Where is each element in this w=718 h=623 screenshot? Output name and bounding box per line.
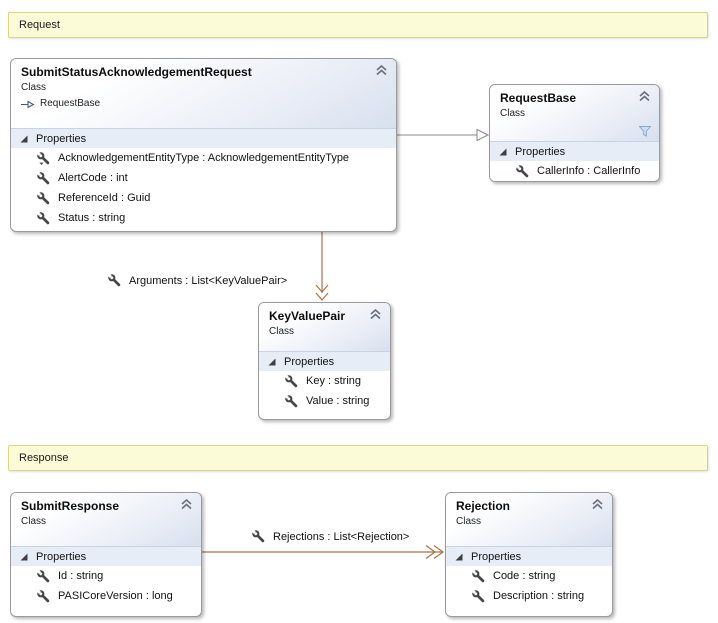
property-row[interactable]: AlertCode : int (11, 168, 396, 188)
properties-compartment-header[interactable]: Properties (446, 546, 612, 566)
arguments-association-label[interactable]: Arguments : List<KeyValuePair> (107, 273, 288, 287)
class-box-request-base[interactable]: RequestBase Class Properties (489, 84, 660, 182)
association-connector-rejections[interactable] (202, 542, 446, 562)
property-label: CallerInfo : CallerInfo (537, 165, 641, 177)
property-label: Description : string (493, 590, 585, 602)
class-kind-label: Class (21, 82, 47, 93)
expand-triangle-icon[interactable] (20, 135, 28, 143)
expand-triangle-icon[interactable] (20, 553, 28, 561)
properties-compartment-label: Properties (36, 132, 87, 145)
property-label: Key : string (306, 375, 362, 387)
response-section-banner[interactable]: Response (8, 445, 708, 471)
property-wrench-icon (36, 190, 50, 205)
property-row[interactable]: Id : string (11, 566, 201, 586)
class-title: KeyValuePair (269, 309, 346, 323)
property-row[interactable]: Code : string (446, 566, 612, 586)
property-row[interactable]: CallerInfo : CallerInfo (490, 161, 659, 181)
class-box-submit-response[interactable]: SubmitResponse Class Properties (10, 492, 202, 617)
class-kind-label: Class (21, 516, 47, 527)
property-row[interactable]: Description : string (446, 586, 612, 606)
collapse-chevron-icon[interactable] (369, 308, 382, 320)
class-header: Rejection Class (446, 493, 612, 546)
properties-compartment-label: Properties (284, 355, 335, 368)
properties-compartment-label: Properties (36, 550, 87, 563)
association-arrowhead-icon (425, 545, 437, 559)
request-section-banner[interactable]: Request (8, 12, 708, 38)
property-label: PASICoreVersion : long (58, 590, 173, 602)
class-header: KeyValuePair Class (259, 303, 390, 351)
class-title: Rejection (456, 499, 511, 513)
expand-triangle-icon[interactable] (455, 553, 463, 561)
collapse-chevron-icon[interactable] (591, 498, 604, 510)
class-kind-label: Class (500, 108, 526, 119)
property-wrench-icon (107, 273, 121, 287)
association-arrowhead-icon (433, 545, 445, 559)
property-label: Value : string (306, 395, 370, 407)
property-wrench-icon (284, 373, 298, 388)
property-row[interactable]: ReferenceId : Guid (11, 188, 396, 208)
arguments-association-text: Arguments : List<KeyValuePair> (129, 274, 288, 287)
rejections-association-text: Rejections : List<Rejection> (273, 530, 410, 543)
base-type-row: RequestBase (21, 98, 386, 110)
class-header: RequestBase Class (490, 85, 659, 141)
class-box-rejection[interactable]: Rejection Class Properties Code (445, 492, 613, 617)
class-box-submit-status-acknowledgement-request[interactable]: SubmitStatusAcknowledgementRequest Class… (10, 58, 397, 232)
association-arrowhead-icon (315, 284, 329, 293)
class-title: SubmitResponse (21, 499, 120, 513)
filter-icon[interactable] (638, 126, 652, 137)
inheritance-connector[interactable] (397, 125, 492, 145)
property-label: Id : string (58, 570, 104, 582)
properties-compartment-header[interactable]: Properties (259, 351, 390, 371)
properties-compartment-header[interactable]: Properties (490, 141, 659, 161)
property-label: ReferenceId : Guid (58, 192, 151, 204)
property-row[interactable]: PASICoreVersion : long (11, 586, 201, 606)
class-header: SubmitStatusAcknowledgementRequest Class… (11, 59, 396, 128)
class-header: SubmitResponse Class (11, 493, 201, 546)
property-wrench-icon (36, 588, 50, 603)
rejections-association-label[interactable]: Rejections : List<Rejection> (251, 529, 410, 543)
property-row[interactable]: Status : string (11, 208, 396, 228)
inheritance-arrow-icon (21, 100, 35, 108)
association-connector-arguments[interactable] (312, 231, 332, 302)
property-label: Code : string (493, 570, 556, 582)
property-wrench-icon (515, 163, 529, 178)
properties-compartment-header[interactable]: Properties (11, 546, 201, 566)
property-row[interactable]: AcknowledgementEntityType : Acknowledgem… (11, 148, 396, 168)
property-wrench-icon (36, 150, 50, 165)
property-wrench-icon (471, 568, 485, 583)
properties-compartment-label: Properties (515, 145, 566, 158)
property-row[interactable]: Key : string (259, 371, 390, 391)
class-box-key-value-pair[interactable]: KeyValuePair Class Properties K (258, 302, 391, 420)
property-row[interactable]: Value : string (259, 391, 390, 411)
collapse-chevron-icon[interactable] (638, 90, 651, 102)
property-wrench-icon (36, 568, 50, 583)
expand-triangle-icon[interactable] (268, 358, 276, 366)
property-wrench-icon (36, 210, 50, 225)
request-section-label: Request (19, 19, 60, 31)
property-wrench-icon (36, 170, 50, 185)
association-arrowhead-icon (315, 292, 329, 301)
modifier-arrow-icon (39, 162, 44, 165)
base-type-name: RequestBase (40, 98, 101, 109)
expand-triangle-icon[interactable] (499, 148, 507, 156)
class-title: RequestBase (500, 91, 577, 105)
collapse-chevron-icon[interactable] (375, 64, 388, 76)
class-kind-label: Class (456, 516, 482, 527)
properties-compartment-header[interactable]: Properties (11, 128, 396, 148)
property-label: Status : string (58, 212, 126, 224)
inheritance-arrowhead-icon (476, 128, 490, 142)
collapse-chevron-icon[interactable] (180, 498, 193, 510)
property-wrench-icon (284, 393, 298, 408)
class-kind-label: Class (269, 326, 295, 337)
property-label: AcknowledgementEntityType : Acknowledgem… (58, 152, 350, 164)
property-label: AlertCode : int (58, 172, 128, 184)
response-section-label: Response (19, 452, 69, 464)
property-wrench-icon (251, 529, 265, 543)
class-title: SubmitStatusAcknowledgementRequest (21, 65, 252, 79)
property-wrench-icon (471, 588, 485, 603)
properties-compartment-label: Properties (471, 550, 522, 563)
